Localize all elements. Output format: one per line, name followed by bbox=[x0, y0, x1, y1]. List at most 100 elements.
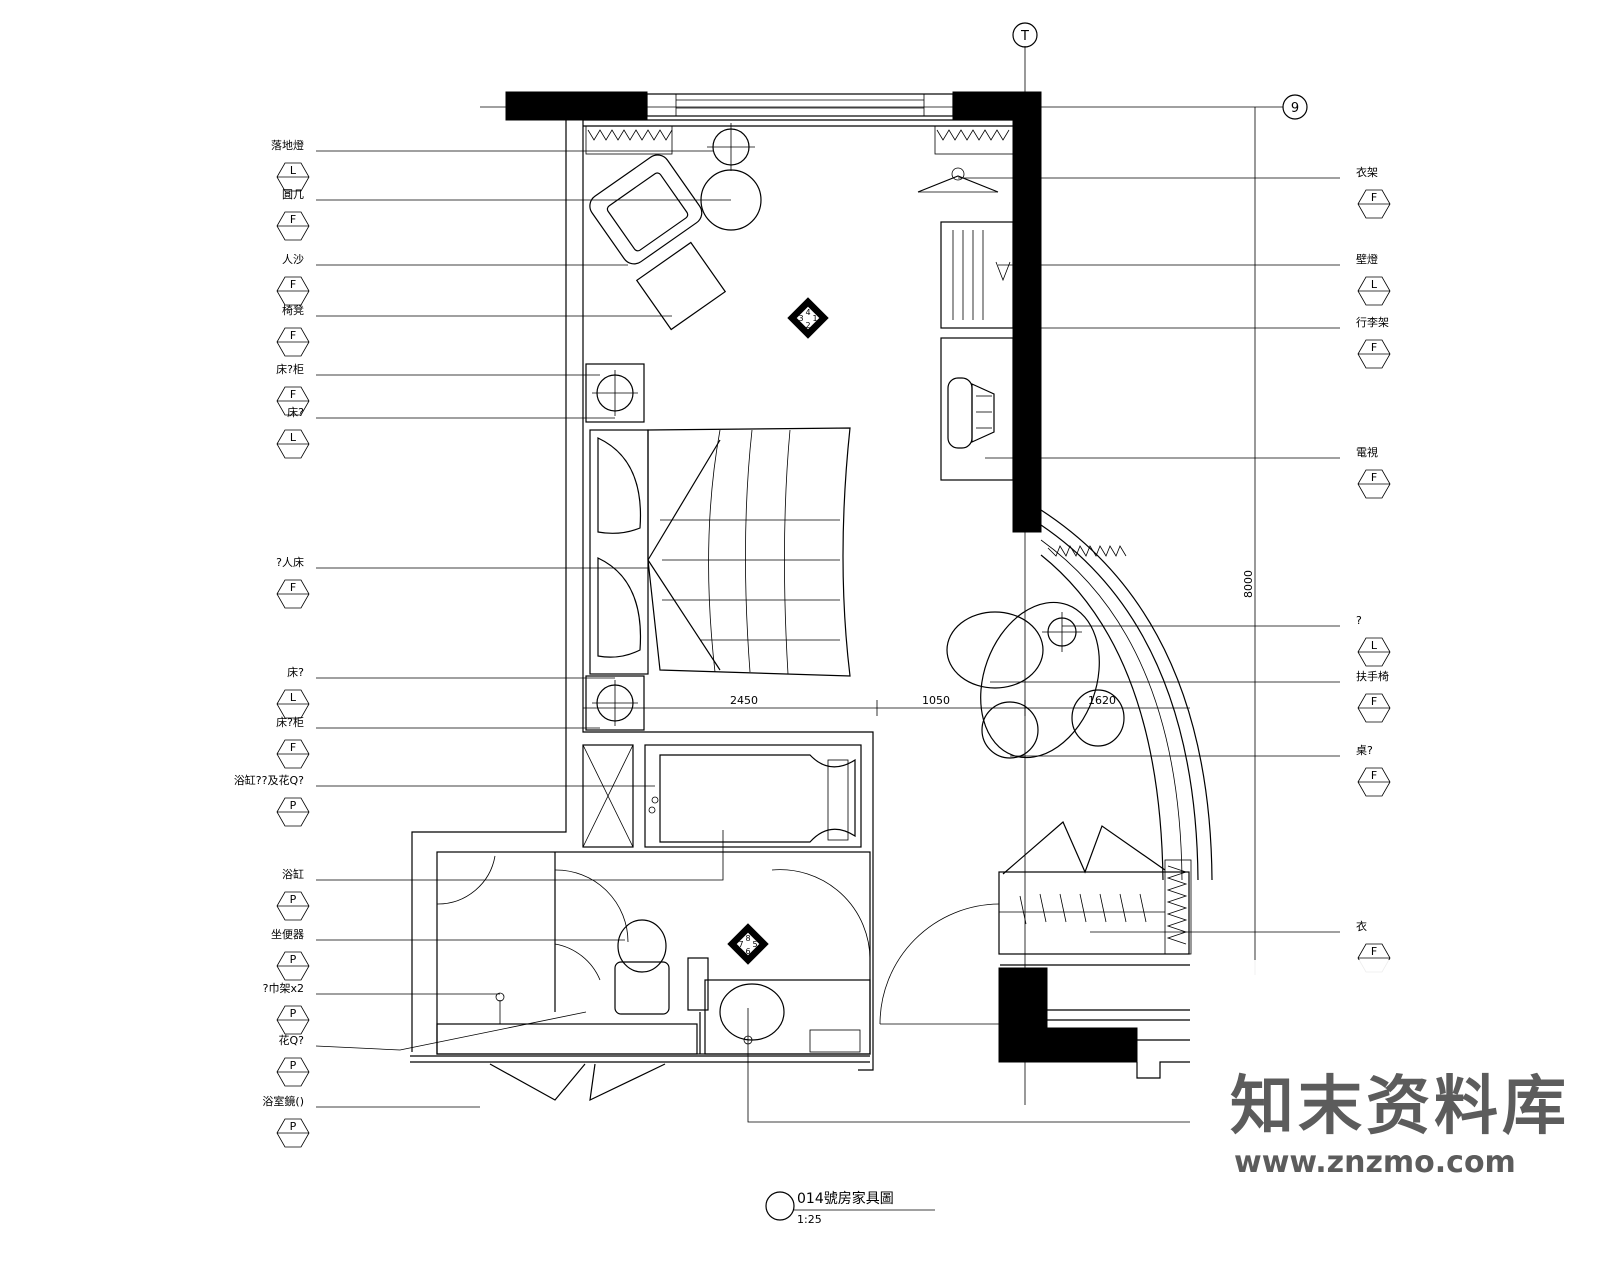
view-marker-bath: 8 5 6 7 bbox=[727, 923, 769, 965]
right-tag-label: 扶手椅 bbox=[1356, 669, 1389, 683]
left-tag-code: F bbox=[290, 741, 296, 754]
left-tag-6: 床? L bbox=[276, 405, 310, 459]
dim-2450: 2450 bbox=[730, 694, 758, 707]
view-marker-bath-n3: 6 bbox=[745, 947, 750, 956]
left-tag-code: F bbox=[290, 213, 296, 226]
ottoman-symbol bbox=[635, 241, 727, 331]
left-tag-7: ?人床F bbox=[276, 555, 310, 609]
view-marker-bath-n2: 5 bbox=[752, 940, 757, 949]
double-bed-symbol bbox=[589, 427, 851, 677]
left-tag-label: 椅凳 bbox=[282, 303, 304, 317]
tv-console-symbol bbox=[940, 337, 1014, 481]
right-tag-code: F bbox=[1371, 471, 1377, 484]
view-marker-living-n3: 2 bbox=[805, 321, 810, 330]
view-marker-living-n2: 1 bbox=[812, 314, 817, 323]
grid-axis-t-label: T bbox=[1020, 29, 1029, 44]
right-tag-label: ? bbox=[1356, 614, 1362, 627]
left-tag-label: 圓几 bbox=[282, 188, 304, 201]
walls bbox=[410, 91, 1190, 1079]
left-leaders bbox=[315, 150, 731, 1108]
left-tag-code: F bbox=[290, 329, 296, 342]
left-tag-code: P bbox=[290, 1007, 297, 1020]
luggage-rack-symbol bbox=[940, 221, 1014, 329]
left-tag-code: P bbox=[290, 1120, 297, 1133]
left-tag-3: 人沙F bbox=[276, 253, 310, 306]
grid-bubble-t bbox=[1012, 22, 1038, 48]
grid-axis-9-label: 9 bbox=[1291, 101, 1299, 116]
floor-lamp-symbol bbox=[707, 123, 755, 171]
interior-dimensions: 2450 1050 1620 bbox=[583, 694, 1190, 716]
right-tag-label: 壁燈 bbox=[1356, 252, 1378, 266]
view-marker-living-n1: 4 bbox=[805, 308, 810, 317]
right-tag-6: 扶手椅 F bbox=[1356, 669, 1391, 723]
right-tag-4: 電視 F bbox=[1356, 445, 1391, 499]
right-tag-7: 桌? F bbox=[1356, 744, 1391, 797]
left-tag-code: P bbox=[290, 893, 297, 906]
left-tag-label: 人沙 bbox=[282, 253, 304, 266]
right-tag-code: F bbox=[1371, 769, 1377, 782]
right-tag-code: L bbox=[1371, 639, 1378, 652]
wardrobe-symbol bbox=[998, 821, 1192, 955]
left-tag-label: ?巾架x2 bbox=[263, 981, 304, 995]
right-tag-code: F bbox=[1371, 695, 1377, 708]
left-tag-2: 圓几 F bbox=[276, 188, 310, 241]
left-tag-label: 浴缸??及花Q? bbox=[234, 773, 304, 787]
dining-table-symbol bbox=[946, 601, 1125, 759]
toilet-symbol bbox=[614, 919, 709, 1015]
right-tag-code: F bbox=[1371, 945, 1377, 958]
left-tag-11: 浴缸 P bbox=[276, 867, 310, 921]
grid-bubble-9 bbox=[1282, 94, 1308, 120]
left-tag-code: L bbox=[290, 164, 297, 177]
dim-1050: 1050 bbox=[922, 694, 950, 707]
view-marker-bath-n1: 8 bbox=[745, 934, 750, 943]
left-tag-code: P bbox=[290, 953, 297, 966]
left-tag-label: 花Q? bbox=[279, 1034, 305, 1047]
right-leaders bbox=[747, 177, 1340, 1123]
left-tag-label: 坐便器 bbox=[271, 928, 304, 941]
right-tag-label: 衣 bbox=[1356, 919, 1367, 933]
curtains bbox=[585, 125, 1014, 155]
left-tag-12: 坐便器 P bbox=[271, 928, 310, 981]
vanity-symbol bbox=[436, 992, 698, 1055]
caption-title: 014號房家具圖 bbox=[797, 1190, 894, 1207]
left-tag-label: 床? bbox=[287, 665, 304, 679]
left-tag-label: 浴缸 bbox=[282, 867, 304, 881]
caption-scale: 1:25 bbox=[797, 1213, 822, 1226]
dim-overall: 8000 bbox=[1242, 570, 1255, 598]
right-tag-code: F bbox=[1371, 191, 1377, 204]
nightstand-upper-symbol bbox=[585, 363, 645, 423]
left-tag-list: 落地燈L圓几F人沙F椅凳F床?柜F床?L?人床F床?L床?柜F浴缸??及花Q?P… bbox=[234, 138, 310, 1148]
right-tag-label: 桌? bbox=[1356, 744, 1373, 757]
left-tag-label: 床? bbox=[287, 405, 304, 419]
left-tag-14: 花Q? P bbox=[276, 1034, 310, 1087]
left-tag-15: 浴室鏡() P bbox=[262, 1094, 310, 1148]
doors bbox=[436, 855, 1000, 1102]
left-tag-code: F bbox=[290, 581, 296, 594]
view-marker-bath-n4: 7 bbox=[738, 940, 743, 949]
right-tag-1: 衣架F bbox=[1356, 165, 1391, 219]
left-tag-label: 落地燈 bbox=[271, 138, 304, 152]
left-tag-label: 浴室鏡() bbox=[262, 1094, 304, 1108]
bathtub-symbol bbox=[644, 744, 862, 848]
left-tag-1: 落地燈 L bbox=[271, 138, 310, 192]
left-tag-code: L bbox=[290, 691, 297, 704]
left-tag-code: L bbox=[290, 431, 297, 444]
left-tag-9: 床?柜F bbox=[276, 715, 310, 769]
curved-window bbox=[1040, 509, 1213, 881]
watermark-url: www.znzmo.com bbox=[1234, 1145, 1516, 1180]
left-tag-10: 浴缸??及花Q? P bbox=[234, 773, 310, 827]
watermark-panel: 知末资料库 www.znzmo.com bbox=[1200, 960, 1600, 1280]
coat-hanger-symbol bbox=[917, 167, 999, 193]
shower-symbol bbox=[582, 744, 634, 848]
dim-1620: 1620 bbox=[1088, 694, 1116, 707]
left-tag-label: 床?柜 bbox=[276, 362, 304, 376]
view-marker-living: 4 1 2 3 bbox=[787, 297, 829, 339]
left-tag-code: P bbox=[290, 1059, 297, 1072]
left-tag-code: P bbox=[290, 799, 297, 812]
right-tag-label: 電視 bbox=[1356, 445, 1378, 459]
left-tag-8: 床? L bbox=[276, 665, 310, 719]
